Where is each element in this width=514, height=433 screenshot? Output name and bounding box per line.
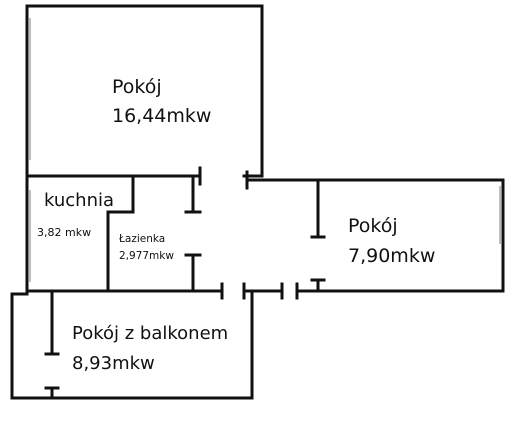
room-large-name: Pokój [112,76,162,98]
windows [29,18,501,282]
room-right-name: Pokój [348,215,398,237]
room-right-area: 7,90mkw [348,245,435,267]
room-kitchen-name: kuchnia [44,190,114,211]
room-bath-area: 2,977mkw [119,250,174,262]
room-bath-name: Łazienka [118,233,165,245]
room-large-area: 16,44mkw [112,105,211,127]
room-balcony-area: 8,93mkw [72,353,155,374]
walls [10,4,505,400]
room-kitchen-area: 3,82 mkw [37,226,91,239]
room-balcony-name: Pokój z balkonem [72,323,228,344]
